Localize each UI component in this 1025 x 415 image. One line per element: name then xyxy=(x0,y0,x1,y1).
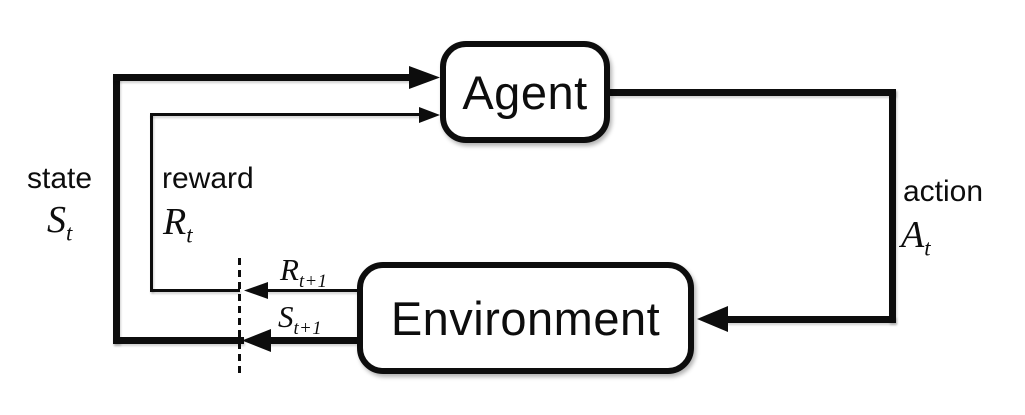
reward-arrowhead-icon xyxy=(419,107,440,123)
reward-symbol-subscript: t xyxy=(186,222,194,248)
action-symbol: At xyxy=(901,213,931,262)
reward-line-vertical xyxy=(150,113,153,291)
environment-label: Environment xyxy=(390,291,661,345)
state-arrowhead-icon xyxy=(409,66,440,89)
next-reward-symbol: Rt+1 xyxy=(280,252,327,293)
next-reward-symbol-letter: R xyxy=(280,252,299,287)
reward-symbol: Rt xyxy=(163,200,193,249)
state-line-bottom xyxy=(113,337,244,344)
action-symbol-letter: A xyxy=(901,214,925,256)
action-word: action xyxy=(903,175,984,208)
agent-node: Agent xyxy=(440,41,610,143)
state-symbol-subscript: t xyxy=(66,220,73,246)
state-line-vertical xyxy=(113,74,120,344)
action-line-top xyxy=(610,89,896,96)
reward-line-bottom xyxy=(150,289,240,292)
reward-symbol-letter: R xyxy=(163,201,187,243)
next-reward-line xyxy=(266,289,357,292)
next-state-arrowhead-icon xyxy=(242,329,271,352)
reward-line-top xyxy=(150,113,420,116)
timestep-dashed-line xyxy=(238,258,241,378)
next-state-symbol-letter: S xyxy=(278,299,294,334)
action-arrowhead-icon xyxy=(697,306,728,332)
next-state-symbol-subscript: t+1 xyxy=(293,318,323,340)
action-line-vertical xyxy=(889,89,896,323)
state-word: state xyxy=(27,162,93,195)
state-symbol-letter: S xyxy=(47,199,66,241)
reward-word: reward xyxy=(162,162,254,195)
agent-label: Agent xyxy=(462,65,588,119)
next-reward-symbol-subscript: t+1 xyxy=(298,271,328,293)
state-line-top xyxy=(113,74,411,81)
next-state-line xyxy=(268,337,357,344)
action-line-bottom xyxy=(726,316,896,323)
state-symbol: St xyxy=(47,198,73,247)
next-reward-arrowhead-icon xyxy=(244,282,268,299)
environment-node: Environment xyxy=(357,262,694,374)
next-state-symbol: St+1 xyxy=(278,299,322,340)
action-symbol-subscript: t xyxy=(924,235,932,261)
